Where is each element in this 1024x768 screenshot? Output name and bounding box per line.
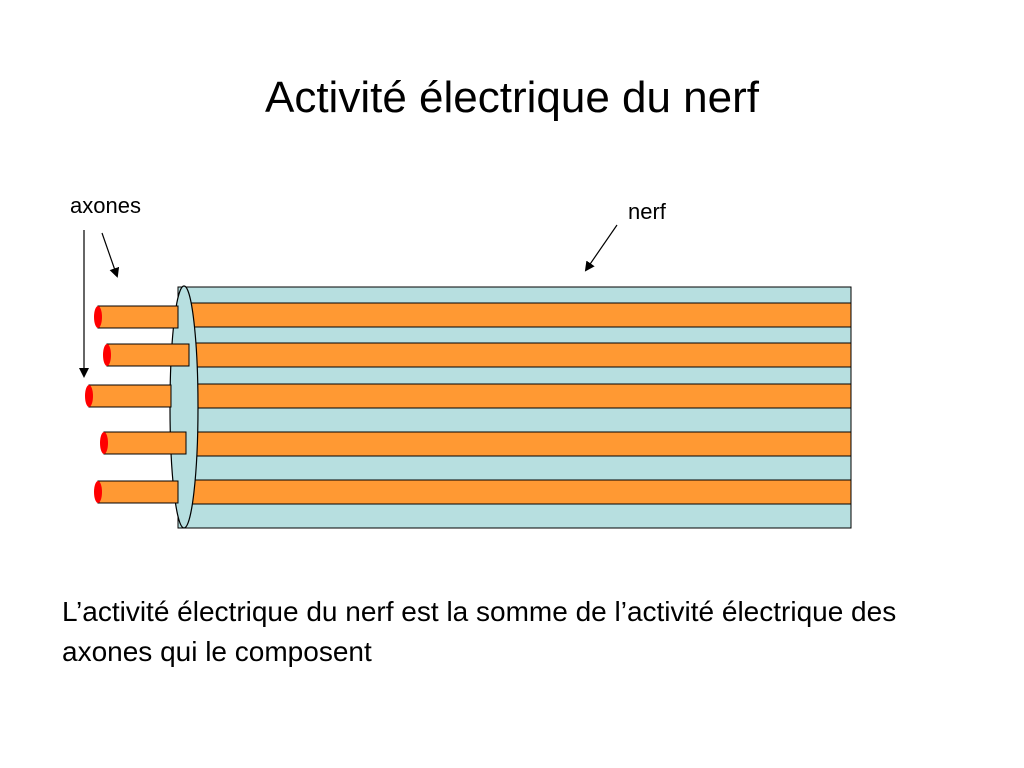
caption-text: L’activité électrique du nerf est la som… (62, 596, 897, 667)
axon-inner-4 (177, 431, 852, 457)
axon-inner-5 (177, 479, 852, 505)
axon-inner-1 (177, 302, 852, 328)
axon-tip-2 (103, 344, 111, 366)
axon-tip-3 (85, 385, 93, 407)
axon-tip-4 (100, 432, 108, 454)
axon-protrusion-3 (88, 384, 172, 408)
nerf-arrow (584, 224, 618, 272)
axon-protrusion-1 (97, 305, 179, 329)
axon-inner-3 (177, 383, 852, 409)
axon-protrusion-4 (103, 431, 187, 455)
axon-inner-2 (177, 342, 852, 368)
axones-arrow-diagonal (101, 232, 120, 278)
slide-title: Activité électrique du nerf (264, 73, 760, 122)
label-axones: axones (70, 193, 141, 218)
axon-protrusion-5 (97, 480, 179, 504)
axon-protrusion-2 (106, 343, 190, 367)
label-nerf: nerf (628, 199, 667, 224)
axon-tip-5 (94, 481, 102, 503)
axon-tip-1 (94, 306, 102, 328)
